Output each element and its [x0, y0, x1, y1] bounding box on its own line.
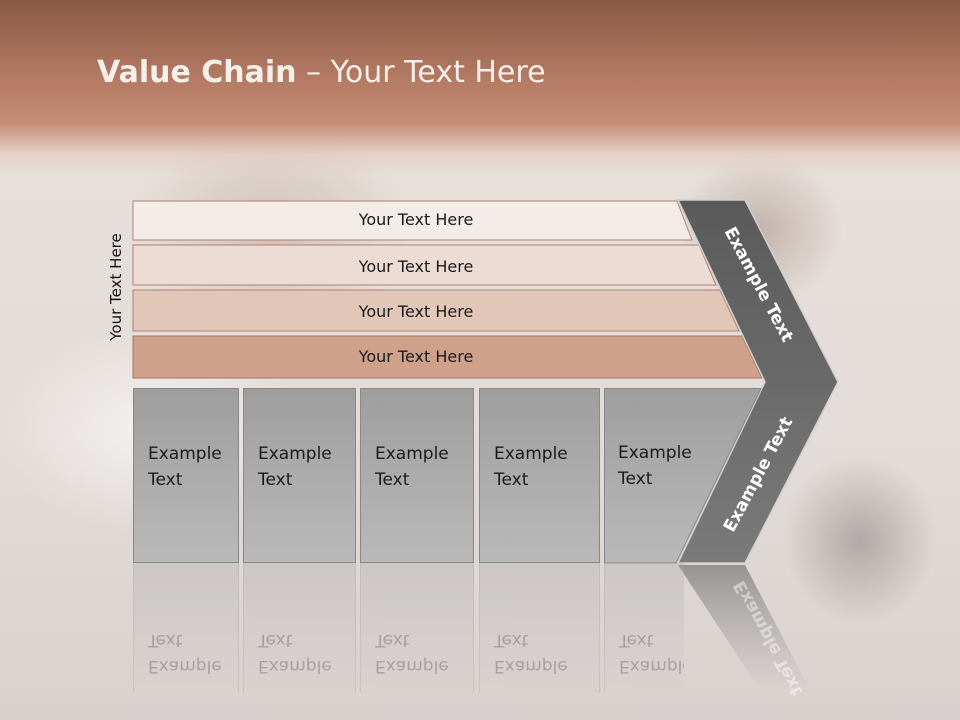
row-band-3[interactable] — [132, 289, 740, 332]
box-1-line2: Text — [148, 470, 183, 490]
reflection-4-line2: Text — [494, 630, 529, 650]
chevron-reflection — [678, 565, 810, 690]
row-label-4: Your Text Here — [358, 347, 474, 366]
box-reflection-5: Example Text — [604, 563, 684, 693]
title-rest: – Your Text Here — [296, 55, 546, 90]
row-label-1: Your Text Here — [358, 210, 474, 229]
reflection-4-line1: Example — [494, 656, 568, 676]
reflection-1-line2: Text — [148, 630, 183, 650]
box-reflection-1: Example Text — [133, 563, 239, 693]
row-band-1[interactable] — [132, 200, 693, 241]
reflection-5-line2: Text — [619, 630, 654, 650]
box-2-line1: Example — [258, 444, 332, 464]
box-1-line1: Example — [148, 444, 222, 464]
box-reflection-2: Example Text — [243, 563, 356, 693]
reflection-1-line1: Example — [148, 656, 222, 676]
reflection-2-line1: Example — [258, 656, 332, 676]
reflection-2-text: Example Text — [258, 627, 332, 679]
row-band-2[interactable] — [132, 244, 717, 286]
reflection-4-text: Example Text — [494, 627, 568, 679]
box-reflection-3: Example Text — [360, 563, 474, 693]
reflection-2-line2: Text — [258, 630, 293, 650]
title-bar — [0, 0, 960, 175]
box-4-line2: Text — [494, 470, 529, 490]
reflection-5-text: Example Text — [619, 627, 684, 679]
row-band-4[interactable] — [132, 335, 763, 379]
activity-box-5[interactable] — [604, 388, 764, 564]
box-3-line2: Text — [375, 470, 410, 490]
box-5-line1: Example — [618, 443, 692, 463]
row-label-3: Your Text Here — [358, 302, 474, 321]
slide-title: Value Chain – Your Text Here — [97, 55, 546, 90]
box-2-line2: Text — [258, 470, 293, 490]
reflection-3-line2: Text — [375, 630, 410, 650]
chevron-arrow[interactable] — [676, 199, 839, 564]
box-reflection-4: Example Text — [479, 563, 600, 693]
reflection-5-line1: Example — [619, 656, 684, 676]
title-bold: Value Chain — [97, 55, 297, 90]
box-5-line2: Text — [618, 469, 653, 489]
box-4-line1: Example — [494, 444, 568, 464]
box-3-line1: Example — [375, 444, 449, 464]
reflection-3-line1: Example — [375, 656, 449, 676]
reflection-3-text: Example Text — [375, 627, 449, 679]
reflection-1-text: Example Text — [148, 627, 222, 679]
row-label-2: Your Text Here — [358, 257, 474, 276]
